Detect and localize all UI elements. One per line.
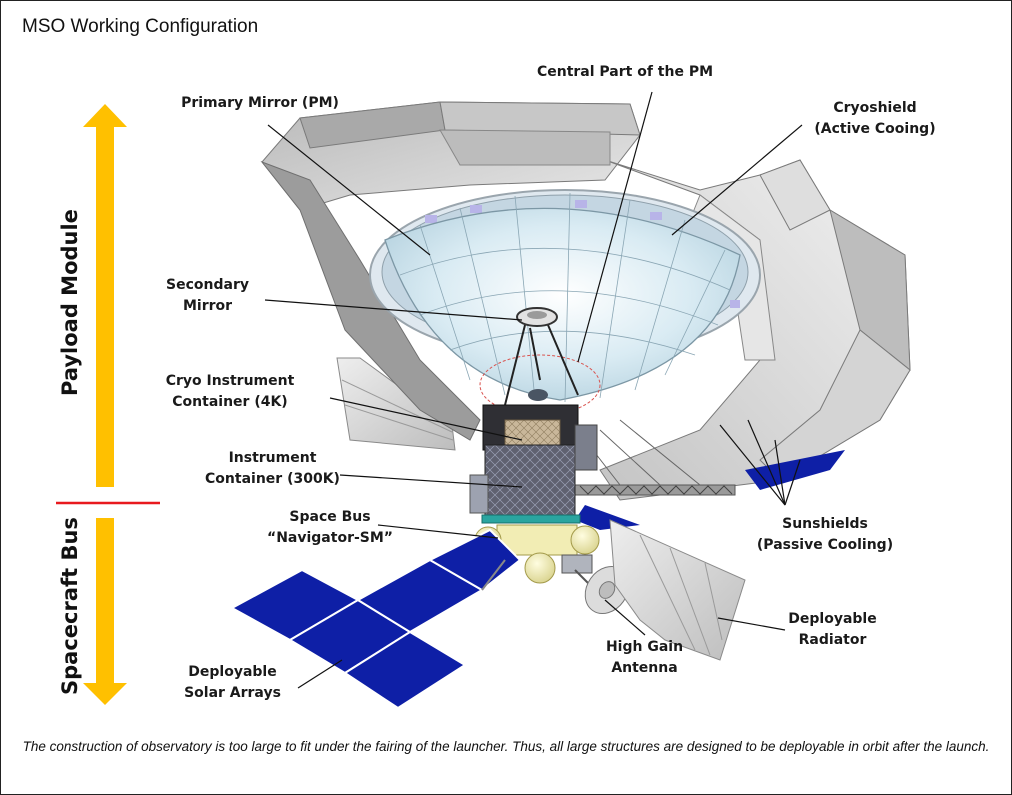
primary-mirror-dish: [384, 192, 741, 416]
spacecraft-bus-label: Spacecraft Bus: [58, 517, 82, 695]
label-sunshields: Sunshields(Passive Cooling): [756, 516, 894, 553]
deployable-solar-arrays: [229, 528, 522, 710]
page-title: MSO Working Configuration: [22, 16, 259, 37]
figure-caption: The construction of observatory is too l…: [22, 739, 990, 754]
label-primary-mirror: Primary Mirror (PM): [181, 95, 339, 111]
deployable-radiator: [609, 519, 746, 661]
payload-module-arrow: [83, 104, 127, 487]
payload-module-label: Payload Module: [58, 209, 82, 396]
observatory-diagram: [56, 91, 911, 710]
spacecraft-bus-arrow: [83, 518, 127, 705]
support-truss: [574, 419, 845, 530]
label-cryoshield: Cryoshield(Active Cooing): [814, 100, 936, 137]
instrument-containers: [469, 404, 598, 524]
secondary-mirror-tripod: [504, 307, 579, 406]
left-radiator-panel: [336, 357, 456, 451]
sunshield-petals: [260, 101, 911, 501]
label-central-part-pm: Central Part of the PM: [536, 64, 714, 80]
leader-lines: [264, 91, 803, 689]
label-space-bus: Space Bus“Navigator-SM”: [267, 509, 393, 546]
